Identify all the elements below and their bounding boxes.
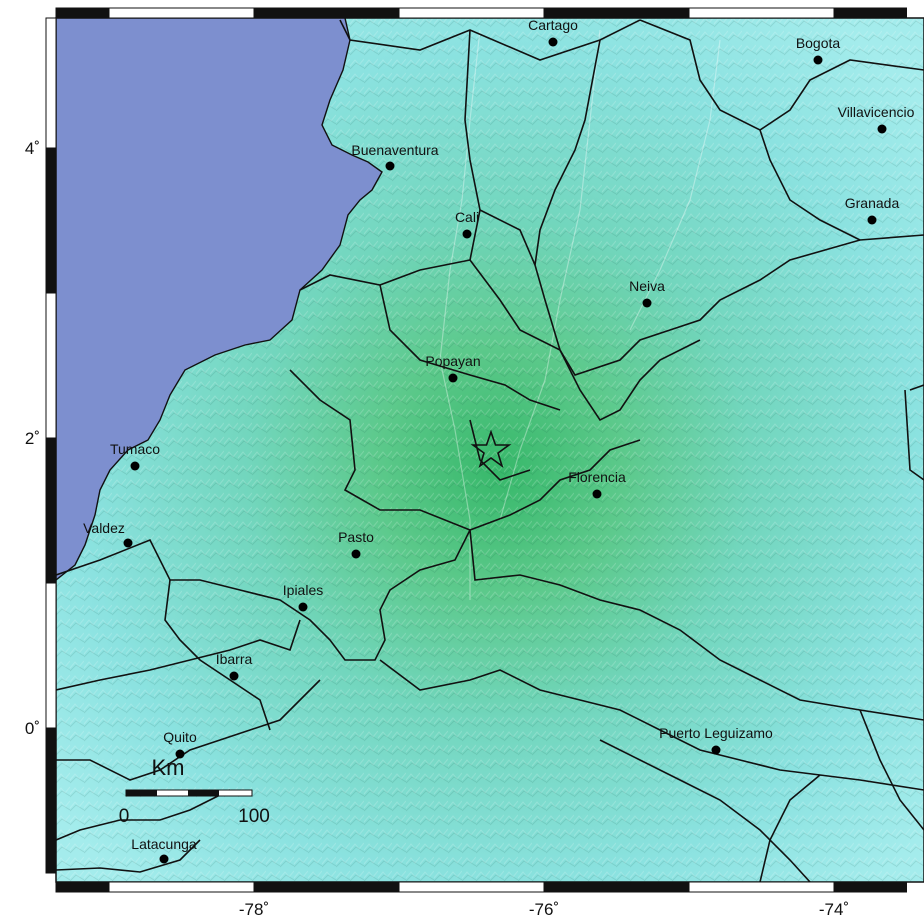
- city-marker: Latacunga: [131, 836, 197, 864]
- scale-bar: Km 0 100: [119, 755, 270, 827]
- city-dot-icon: [159, 854, 169, 864]
- city-dot-icon: [877, 124, 887, 134]
- city-dot-icon: [351, 549, 361, 559]
- city-marker: Tumaco: [110, 441, 160, 471]
- city-label: Granada: [845, 195, 900, 211]
- city-marker: Pasto: [338, 529, 374, 559]
- frame-segment: [398, 881, 545, 893]
- city-dot-icon: [592, 489, 602, 499]
- frame-segment: [45, 17, 57, 149]
- city-label: Popayan: [425, 353, 480, 369]
- city-markers: CartagoBogotaVillavicencioBuenaventuraCa…: [83, 17, 915, 864]
- city-dot-icon: [711, 745, 721, 755]
- city-label: Cartago: [528, 17, 578, 33]
- city-dot-icon: [298, 602, 308, 612]
- city-label: Florencia: [568, 469, 626, 485]
- city-dot-icon: [813, 55, 823, 65]
- city-marker: Ipiales: [283, 582, 323, 612]
- frame-segment: [833, 881, 907, 893]
- frame-segment: [45, 147, 57, 294]
- city-marker: Florencia: [568, 469, 626, 499]
- longitude-tick-label: -78˚: [239, 900, 269, 919]
- frame-segment: [398, 7, 545, 19]
- frame-segment: [253, 7, 400, 19]
- city-marker: Puerto Leguizamo: [659, 725, 773, 755]
- city-marker: Granada: [845, 195, 900, 225]
- city-label: Neiva: [629, 278, 665, 294]
- scale-bar-end-label: 100: [238, 806, 270, 827]
- city-dot-icon: [462, 229, 472, 239]
- city-label: Buenaventura: [351, 142, 438, 158]
- city-label: Cali: [455, 209, 479, 225]
- city-dot-icon: [385, 161, 395, 171]
- star-icon: [470, 429, 512, 469]
- city-marker: Villavicencio: [838, 104, 915, 134]
- city-dot-icon: [642, 298, 652, 308]
- frame-segment: [45, 727, 57, 874]
- city-dot-icon: [229, 671, 239, 681]
- frame-segment: [253, 881, 400, 893]
- city-label: Villavicencio: [838, 104, 915, 120]
- frame-segment: [45, 292, 57, 439]
- frame-segment: [833, 7, 907, 19]
- longitude-tick-label: -74˚: [819, 900, 849, 919]
- admin-borders: [56, 19, 924, 882]
- city-marker: Ibarra: [216, 651, 253, 681]
- map-frame: [45, 7, 924, 893]
- city-dot-icon: [175, 749, 185, 759]
- latitude-tick-label: 2˚: [25, 429, 40, 448]
- city-label: Latacunga: [131, 836, 197, 852]
- pacific-ocean: [56, 18, 382, 580]
- city-label: Quito: [163, 729, 197, 745]
- frame-segment: [45, 582, 57, 729]
- frame-segment: [45, 437, 57, 584]
- city-dot-icon: [123, 538, 133, 548]
- frame-segment: [543, 881, 690, 893]
- city-dot-icon: [548, 37, 558, 47]
- frame-segment: [688, 881, 835, 893]
- scale-bar-title: Km: [152, 755, 185, 780]
- city-label: Valdez: [83, 520, 125, 536]
- latitude-tick-label: 4˚: [25, 139, 40, 158]
- frame-segment: [108, 881, 255, 893]
- frame-segment: [108, 7, 255, 19]
- city-label: Ipiales: [283, 582, 323, 598]
- city-dot-icon: [448, 373, 458, 383]
- city-label: Bogota: [796, 35, 841, 51]
- frame-segment: [688, 7, 835, 19]
- city-label: Tumaco: [110, 441, 160, 457]
- city-dot-icon: [130, 461, 140, 471]
- city-dot-icon: [867, 215, 877, 225]
- map-interior: [56, 18, 924, 882]
- city-marker: Cartago: [528, 17, 578, 47]
- city-marker: Quito: [163, 729, 197, 759]
- city-marker: Valdez: [83, 520, 133, 548]
- frame-segment: [55, 7, 110, 19]
- city-label: Puerto Leguizamo: [659, 725, 773, 741]
- graticule-labels: -78˚ -76˚ -74˚ 4˚ 2˚ 0˚: [25, 139, 849, 919]
- city-marker: Bogota: [796, 35, 841, 65]
- city-marker: Buenaventura: [351, 142, 439, 171]
- ridge-lines: [439, 29, 721, 600]
- latitude-tick-label: 0˚: [25, 719, 40, 738]
- city-label: Ibarra: [216, 651, 253, 667]
- scale-bar-start-label: 0: [119, 806, 130, 827]
- longitude-tick-label: -76˚: [529, 900, 559, 919]
- city-label: Pasto: [338, 529, 374, 545]
- city-marker: Neiva: [629, 278, 665, 308]
- city-marker: Popayan: [425, 353, 481, 383]
- coastline: [56, 18, 383, 581]
- frame-segment: [55, 881, 110, 893]
- city-marker: Cali: [455, 209, 479, 239]
